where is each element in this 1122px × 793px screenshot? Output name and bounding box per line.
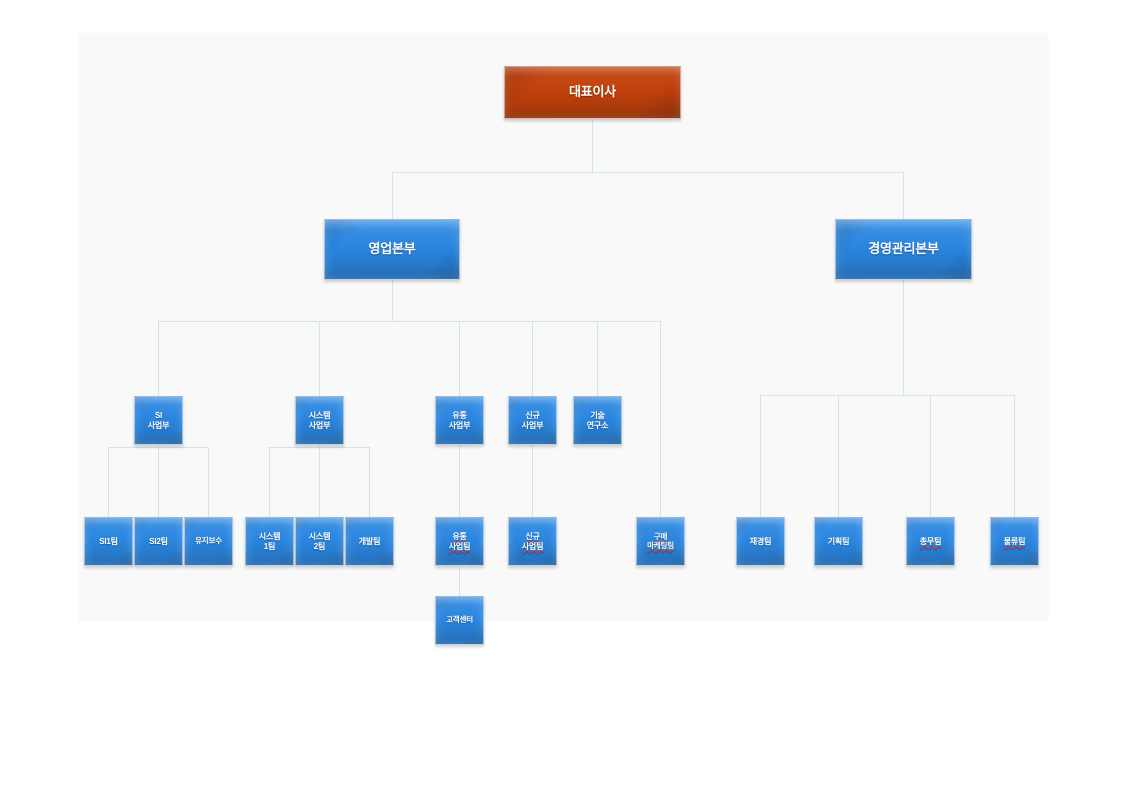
node-sales-hq[interactable]: 영업본부 bbox=[324, 219, 460, 280]
node-purchase-marketing-team-label: 구매 마케팅팀 bbox=[647, 531, 674, 550]
node-dev-team-label: 개발팀 bbox=[358, 536, 381, 546]
node-distribution-team[interactable]: 유통 사업팀 bbox=[435, 517, 484, 566]
connector-to-general-team bbox=[930, 395, 931, 517]
node-sales-hq-label: 영업본부 bbox=[368, 241, 416, 257]
connector-sales-hq-stem bbox=[392, 280, 393, 321]
node-ceo[interactable]: 대표이사 bbox=[504, 66, 681, 119]
connector-to-si1-team bbox=[108, 447, 109, 517]
connector-system-div-stem bbox=[319, 445, 320, 447]
node-si1-team-label: SI1팀 bbox=[99, 536, 118, 546]
node-planning-team-label: 기획팀 bbox=[827, 536, 850, 546]
node-distribution-division[interactable]: 유통 사업부 bbox=[435, 396, 484, 445]
node-finance-team[interactable]: 재경팀 bbox=[736, 517, 785, 566]
connector-to-system2-team bbox=[319, 447, 320, 517]
connector-to-system-div bbox=[319, 321, 320, 396]
connector-to-new-team bbox=[532, 445, 533, 517]
node-general-affairs-team[interactable]: 총무팀 bbox=[906, 517, 955, 566]
node-admin-hq[interactable]: 경영관리본부 bbox=[835, 219, 972, 280]
connector-to-new-div bbox=[532, 321, 533, 396]
node-si-division[interactable]: SI 사업부 bbox=[134, 396, 183, 445]
node-logistics-team[interactable]: 물류팀 bbox=[990, 517, 1039, 566]
org-chart-canvas: 대표이사 영업본부 경영관리본부 SI 사업부 시스템 사업부 유통 사업부 신… bbox=[79, 33, 1048, 645]
node-maintenance-team[interactable]: 유지보수 bbox=[184, 517, 233, 566]
node-maintenance-team-label: 유지보수 bbox=[195, 536, 222, 546]
connector-to-si-div bbox=[158, 321, 159, 396]
connector-to-maintenance bbox=[208, 447, 209, 517]
connector-to-system1-team bbox=[269, 447, 270, 517]
connector-to-tech-lab bbox=[597, 321, 598, 396]
node-distribution-division-label: 유통 사업부 bbox=[448, 411, 471, 430]
connector-sales-bus bbox=[158, 321, 660, 322]
node-new-business-team[interactable]: 신규 사업팀 bbox=[508, 517, 557, 566]
node-system-division-label: 시스템 사업부 bbox=[308, 411, 331, 430]
connector-to-logistics-team bbox=[1014, 395, 1015, 517]
connector-admin-bus bbox=[760, 395, 1014, 396]
node-admin-hq-label: 경영관리본부 bbox=[868, 241, 939, 257]
node-new-business-team-label: 신규 사업팀 bbox=[521, 532, 544, 551]
node-system1-team[interactable]: 시스템 1팀 bbox=[245, 517, 294, 566]
connector-ceo-stem bbox=[592, 119, 593, 172]
connector-to-si2-team bbox=[158, 447, 159, 517]
node-customer-center[interactable]: 고객센터 bbox=[435, 596, 484, 645]
node-new-business-division[interactable]: 신규 사업부 bbox=[508, 396, 557, 445]
connector-admin-hq-stem bbox=[903, 280, 904, 395]
node-system2-team[interactable]: 시스템 2팀 bbox=[295, 517, 344, 566]
node-finance-team-label: 재경팀 bbox=[749, 536, 772, 546]
connector-to-finance-team bbox=[760, 395, 761, 517]
connector-to-planning-team bbox=[838, 395, 839, 517]
node-si1-team[interactable]: SI1팀 bbox=[84, 517, 133, 566]
node-ceo-label: 대표이사 bbox=[568, 84, 617, 100]
node-distribution-team-label: 유통 사업팀 bbox=[448, 532, 471, 551]
node-customer-center-label: 고객센터 bbox=[446, 615, 473, 625]
node-general-affairs-team-label: 총무팀 bbox=[919, 536, 942, 546]
node-new-business-division-label: 신규 사업부 bbox=[521, 411, 544, 430]
connector-to-dist-div bbox=[459, 321, 460, 396]
node-logistics-team-label: 물류팀 bbox=[1003, 536, 1026, 546]
connector-to-dev-team bbox=[369, 447, 370, 517]
node-si2-team-label: SI2팀 bbox=[149, 536, 168, 546]
node-si-division-label: SI 사업부 bbox=[147, 411, 170, 430]
connector-si-div-stem bbox=[158, 445, 159, 447]
node-tech-lab[interactable]: 기술 연구소 bbox=[573, 396, 622, 445]
node-system-division[interactable]: 시스템 사업부 bbox=[295, 396, 344, 445]
connector-to-sales-hq bbox=[392, 172, 393, 219]
node-system2-team-label: 시스템 2팀 bbox=[308, 532, 331, 551]
connector-level1-bus bbox=[392, 172, 904, 173]
node-system1-team-label: 시스템 1팀 bbox=[258, 532, 281, 551]
connector-to-purchase-mkt bbox=[660, 321, 661, 517]
node-purchase-marketing-team[interactable]: 구매 마케팅팀 bbox=[636, 517, 685, 566]
connector-to-admin-hq bbox=[903, 172, 904, 219]
node-dev-team[interactable]: 개발팀 bbox=[345, 517, 394, 566]
node-planning-team[interactable]: 기획팀 bbox=[814, 517, 863, 566]
connector-to-customer-center bbox=[459, 568, 460, 596]
connector-to-dist-team bbox=[459, 445, 460, 517]
node-tech-lab-label: 기술 연구소 bbox=[586, 411, 609, 430]
node-si2-team[interactable]: SI2팀 bbox=[134, 517, 183, 566]
